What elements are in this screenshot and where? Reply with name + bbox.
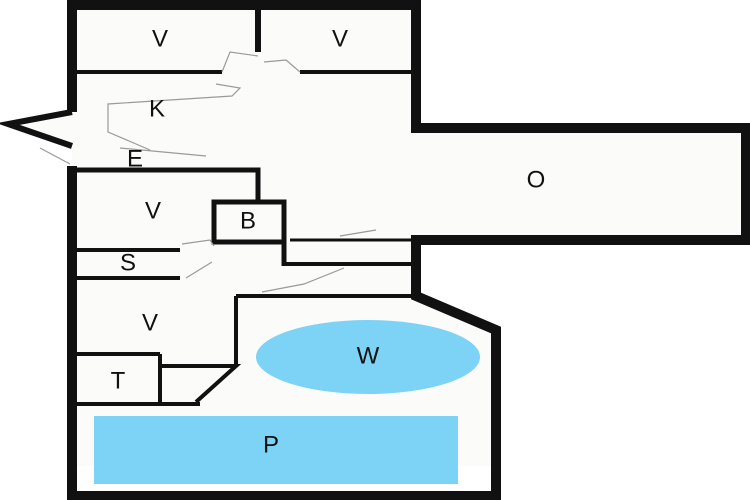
label-technical-room: T: [111, 367, 126, 394]
label-kitchen: K: [149, 95, 165, 122]
door-swing-sauna: [185, 261, 213, 279]
outer-wall-main: [67, 0, 750, 500]
door-swing-entry: [39, 147, 71, 165]
label-bathroom: B: [240, 207, 256, 234]
wall-bathroom: [211, 199, 287, 245]
door-swing-bedroom3: [181, 239, 215, 247]
label-whirlpool: W: [357, 342, 380, 369]
room-labels: V V K E V B S V T O W P: [111, 25, 546, 458]
floor-areas: [18, 8, 742, 466]
door-swing-bedroom2: [263, 59, 301, 73]
wall-storage: [160, 364, 242, 404]
label-entrance: E: [127, 145, 143, 172]
wall-bedroom3-top: [72, 167, 261, 200]
door-swing-corridor: [339, 229, 377, 237]
label-bedroom-2: V: [332, 25, 348, 52]
whirlpool-shape: [256, 320, 480, 394]
label-bedroom-3: V: [145, 197, 161, 224]
door-swing-entrance: [119, 147, 207, 157]
door-swing-pool: [261, 267, 345, 293]
door-swing-bedroom1: [221, 51, 259, 73]
pool-shape: [94, 416, 458, 484]
label-pool: P: [263, 431, 279, 458]
label-bedroom-1: V: [152, 25, 168, 52]
door-swings: [39, 51, 377, 293]
main-floor: [18, 8, 742, 466]
door-swing-kitchen: [107, 83, 242, 151]
interior-walls: [72, 5, 416, 406]
label-living-room: O: [527, 166, 546, 193]
entrance-notch-wall: [0, 109, 73, 149]
label-bedroom-4: V: [142, 309, 158, 336]
label-sauna: S: [120, 249, 136, 276]
